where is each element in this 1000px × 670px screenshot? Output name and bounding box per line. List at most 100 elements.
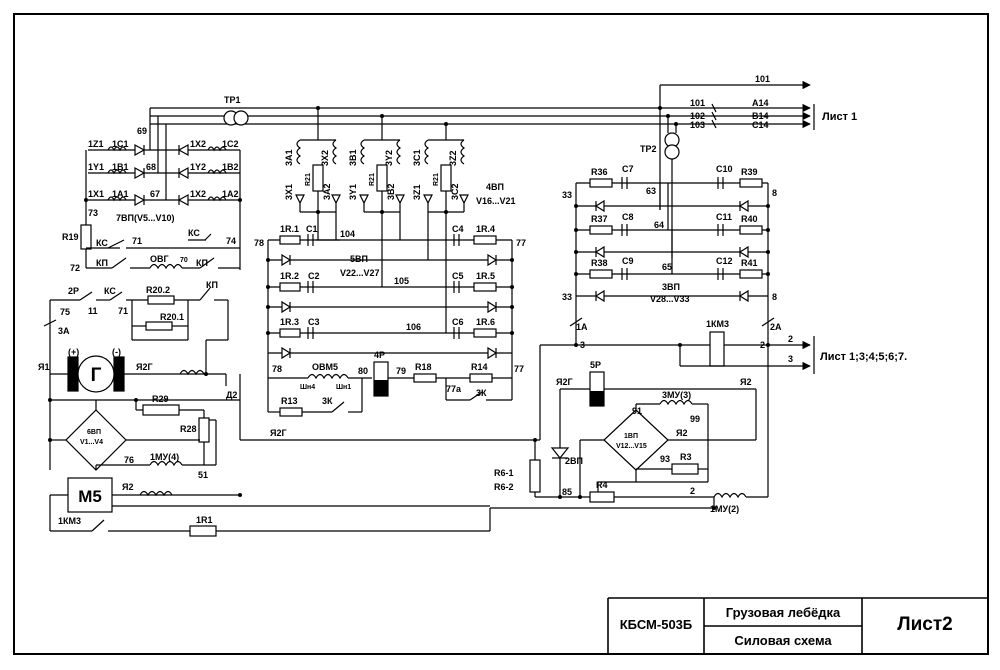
- fuse-1a: 1А: [576, 322, 588, 332]
- wire-8-a: 8: [772, 188, 777, 198]
- label-2vp: 2ВП: [565, 456, 583, 466]
- label-c2: C2: [308, 271, 320, 281]
- label-v22-v27: V22...V27: [340, 268, 380, 278]
- label-ya1: Я1: [38, 362, 49, 372]
- label-v1-v4: V1...V4: [80, 439, 103, 446]
- label-sh1: Шн1: [336, 384, 351, 391]
- wire-77-a: 77: [516, 238, 526, 248]
- label-r21-a: R21: [305, 173, 312, 186]
- wire-101: 101: [690, 98, 705, 108]
- bottom-mid: ОВМ5 Шн4 Шн1 80 4Р 79 R18 R14 77а 3К R13…: [268, 350, 512, 417]
- label-r14: R14: [471, 362, 488, 372]
- label-sh4: Шн4: [300, 384, 315, 391]
- label-r18: R18: [415, 362, 432, 372]
- wire-71-b: 71: [118, 306, 128, 316]
- label-v16-v21: V16...V21: [476, 196, 516, 206]
- label-r6-1: R6-1: [494, 468, 514, 478]
- label-1b2: 1B2: [222, 162, 239, 172]
- wire-77-b: 77: [514, 364, 524, 374]
- label-c8: C8: [622, 212, 634, 222]
- title-name: Грузовая лебёдка: [726, 605, 841, 620]
- rc-bank-3vp: 33 33 8 8 R36 C7 63 C10 R39 R37 C8 64 C1…: [562, 164, 777, 304]
- fuse-2a: 2А: [770, 322, 782, 332]
- label-1r-1: 1R.1: [280, 224, 299, 234]
- label-c11: C11: [716, 212, 732, 222]
- label-c7: C7: [622, 164, 634, 174]
- wire-85: 85: [562, 487, 572, 497]
- wire-71-a: 71: [132, 236, 142, 246]
- wire-78-b: 78: [272, 364, 282, 374]
- motor-label: М5: [78, 487, 102, 506]
- field-circuit: КС 71 КС 74 72 КП ОВГ 70 КП 2Р 11 КС R20…: [43, 228, 240, 470]
- label-ovg: ОВГ: [150, 254, 169, 264]
- wire-102: 102: [690, 111, 705, 121]
- label-r36: R36: [591, 167, 608, 177]
- generator-g: Г: [91, 365, 102, 386]
- label-r39: R39: [741, 167, 758, 177]
- label-1r1: 1R1: [196, 515, 213, 525]
- wire-64: 64: [654, 220, 664, 230]
- sheet-number: Лист2: [897, 614, 952, 635]
- label-c12: C12: [716, 256, 733, 266]
- label-c3: C3: [308, 317, 320, 327]
- wire-8-b: 8: [772, 292, 777, 302]
- label-4vp: 4ВП: [486, 182, 504, 192]
- rc-bank-5vp: 78 77 1R.1 C1 104 C4 1R.4 1R.2 C2 105 C5…: [254, 212, 526, 412]
- label-1b1: 1B1: [112, 162, 129, 172]
- label-plus: (+): [68, 347, 79, 357]
- title-code: КБСМ-503Б: [620, 617, 693, 632]
- motor-m5: М5 Я2 1КМ3 1R1: [49, 477, 714, 537]
- label-v28-v33: V28...V33: [650, 294, 690, 304]
- label-1a2: 1A2: [222, 189, 239, 199]
- coil-1km3: 1КМ3: [706, 319, 729, 329]
- label-3a1: 3A1: [284, 149, 294, 166]
- label-tp2: ТР2: [640, 144, 657, 154]
- output-bus: 101 101 102 103 A14 B14 C14 Лист 1: [150, 74, 857, 130]
- sheet-ref-bottom: Лист 1;3;4;5;6;7.: [820, 351, 907, 363]
- generator: Г (+) (-) Я1 Я2Г Д2: [38, 347, 241, 440]
- contact-3k-b: 3К: [476, 388, 487, 398]
- label-5p: 5Р: [590, 360, 601, 370]
- label-c6: C6: [452, 317, 464, 327]
- wire-2-c: 2: [690, 486, 695, 496]
- transformer-tp1: ТР1: [223, 95, 249, 126]
- label-3vp: 3ВП: [662, 282, 680, 292]
- contact-kp-2: КП: [196, 258, 208, 268]
- wire-79: 79: [396, 366, 406, 376]
- bridge-6vp: 6ВП V1...V4 R29 R28 76 1МУ(4) 51: [50, 394, 240, 480]
- wire-104: 104: [340, 229, 355, 239]
- label-1mu4: 1МУ(4): [150, 452, 179, 462]
- label-1c2: 1C2: [222, 139, 239, 149]
- wire-101-top: 101: [755, 74, 770, 84]
- phase-a14: A14: [752, 98, 769, 108]
- label-ovm5: ОВМ5: [312, 362, 338, 372]
- label-r13: R13: [281, 396, 298, 406]
- label-r21-c: R21: [433, 173, 440, 186]
- label-1r-6: 1R.6: [476, 317, 495, 327]
- wire-106: 106: [406, 322, 421, 332]
- label-3mu3: 3МУ(3): [662, 390, 691, 400]
- label-ya2-motor: Я2: [122, 482, 133, 492]
- contact-1km3-left: 1КМ3: [58, 516, 81, 526]
- wire-67: 67: [150, 189, 160, 199]
- contact-kp-1: КП: [96, 258, 108, 268]
- label-r19: R19: [62, 232, 79, 242]
- wire-63: 63: [646, 186, 656, 196]
- wire-73: 73: [88, 208, 98, 218]
- wire-2-b: 2: [788, 334, 793, 344]
- wire-72: 72: [70, 263, 80, 273]
- rectifier-7vp: 69 1Z1 1C1 1X2 1C2 1Y1 1B1 68 1Y2 1B2 1X…: [62, 108, 241, 270]
- label-r3: R3: [680, 452, 692, 462]
- right-lower: 1А 2А 3 2 1КМ3 2 3 Лист 1;3;4;5;6;7. 5Р …: [494, 296, 907, 514]
- label-3y2: 3Y2: [384, 150, 394, 166]
- junction-dots: [48, 198, 770, 510]
- label-ya2g-wire: Я2Г: [270, 428, 287, 438]
- label-r41: R41: [741, 258, 758, 268]
- label-3b1: 3B1: [348, 149, 358, 166]
- label-1z1: 1Z1: [88, 139, 104, 149]
- wire-105: 105: [394, 276, 409, 286]
- label-c10: C10: [716, 164, 733, 174]
- wire-103: 103: [690, 120, 705, 130]
- label-c9: C9: [622, 256, 634, 266]
- label-r6-2: R6-2: [494, 482, 514, 492]
